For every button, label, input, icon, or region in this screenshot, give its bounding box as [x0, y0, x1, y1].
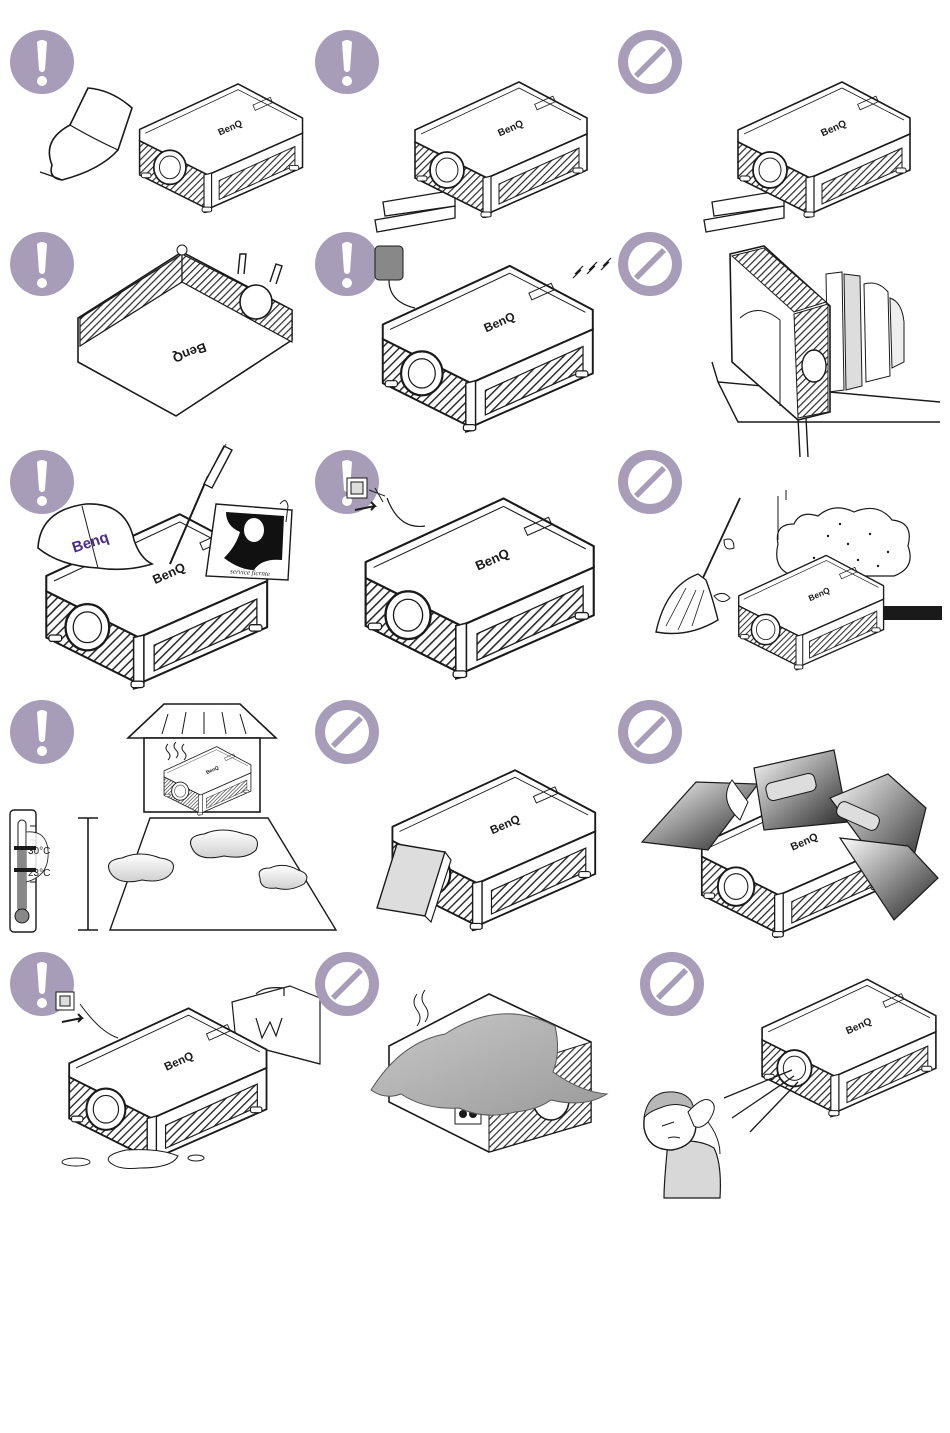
illustration-temperature-altitude: 30°C 23°C [0, 690, 316, 940]
illustration-no-block-lens [305, 690, 621, 940]
thermometer-icon: 30°C 23°C [10, 810, 50, 932]
illustration-read-manual [0, 20, 316, 255]
illustration-unplug-outlet [305, 440, 621, 675]
illustration-no-look-into-lens [608, 942, 924, 1202]
projector [383, 266, 593, 432]
illustration-service-personnel: Benq service ficrnte [0, 440, 316, 675]
projector-on-end [730, 246, 830, 420]
projector [762, 979, 936, 1116]
illustration-no-liquids [0, 942, 316, 1182]
illustration-no-objects-on-top [608, 690, 924, 940]
broom-icon [656, 498, 740, 634]
power-adapter [375, 246, 415, 308]
board-blocking-lens [377, 844, 451, 922]
projector [366, 498, 594, 678]
wall-outlet-icon [347, 478, 425, 526]
illustration-no-stand-on-end [608, 222, 924, 457]
altitude-bar [78, 818, 98, 930]
heat-waves [573, 258, 611, 278]
manual-book [40, 88, 132, 180]
projector [140, 84, 303, 213]
duct [882, 606, 942, 620]
temperature-high: 30°C [28, 846, 50, 857]
temperature-low: 23°C [28, 868, 50, 879]
liquid-puddle [62, 1150, 204, 1169]
illustration-no-dust-smoke [608, 440, 924, 675]
illustration-no-cover-vents [305, 942, 621, 1182]
illustration-stable-surface [305, 20, 621, 255]
illustration-power-ventilation [305, 222, 621, 457]
illustration-no-vertical-placement: BenQ [0, 222, 316, 457]
upside-down-projector: BenQ [78, 245, 292, 416]
smoke-cloud [777, 490, 910, 576]
books [826, 272, 904, 392]
illustration-no-unstable-surface [608, 20, 924, 255]
wall-outlet-icon [56, 992, 118, 1038]
person-shielding-eyes [644, 1092, 721, 1198]
service-manual: service ficrnte [206, 500, 292, 580]
heat-waves [414, 990, 428, 1026]
